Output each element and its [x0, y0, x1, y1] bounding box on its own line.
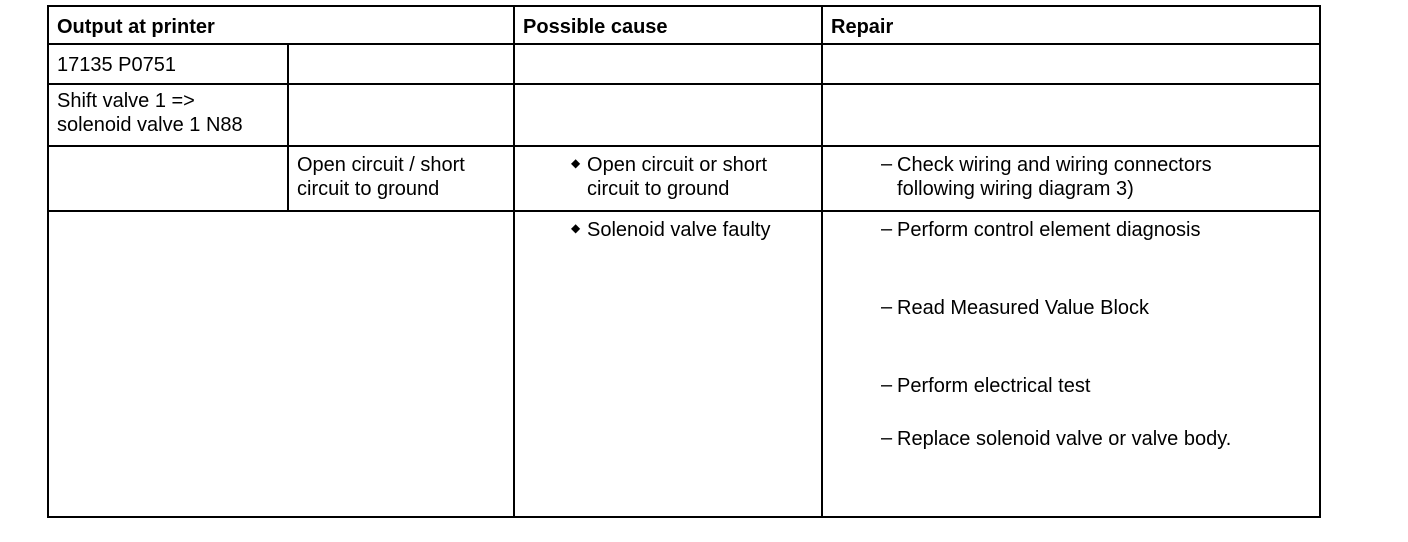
repair-cell: – Perform control element diagnosis – Re… [821, 210, 1322, 518]
empty-cell [286, 83, 516, 147]
fault-type-line: circuit to ground [297, 178, 440, 200]
possible-cause-cell: ◆ Open circuit or short circuit to groun… [513, 145, 824, 212]
empty-cell [47, 145, 289, 212]
diagnostic-table: Output at printer Possible cause Repair … [46, 5, 1322, 518]
possible-cause-cell: ◆ Solenoid valve faulty [513, 210, 824, 518]
repair-text: Read Measured Value Block [897, 297, 1150, 319]
empty-cell [821, 43, 1322, 85]
cause-text: Solenoid valve faulty [587, 219, 771, 241]
cause-text: Open circuit or short circuit to ground [587, 154, 768, 200]
repair-item: – Perform electrical test [831, 374, 1311, 398]
fault-type-line: Open circuit / short [297, 154, 465, 176]
header-output-at-printer: Output at printer [46, 5, 516, 45]
table-row: 17135 P0751 [47, 43, 1322, 85]
repair-item: – Perform control element diagnosis [831, 218, 1311, 242]
empty-cell [286, 43, 516, 85]
component-cell: Shift valve 1 => solenoid valve 1 N88 [47, 83, 289, 147]
diamond-bullet-icon: ◆ [571, 156, 581, 170]
header-row: Output at printer Possible cause Repair [46, 5, 1322, 45]
cause-item: ◆ Open circuit or short circuit to groun… [523, 153, 813, 201]
repair-list: – Perform control element diagnosis – Re… [831, 218, 1311, 451]
header-repair: Repair [821, 5, 1322, 45]
fault-type-cell: Open circuit / short circuit to ground [286, 145, 516, 212]
dash-bullet-icon: – [881, 218, 893, 240]
repair-item: – Read Measured Value Block [831, 296, 1311, 320]
dash-bullet-icon: – [881, 153, 893, 175]
dash-bullet-icon: – [881, 427, 893, 449]
dash-bullet-icon: – [881, 374, 893, 396]
empty-cell [46, 210, 516, 518]
table-row: ◆ Solenoid valve faulty – Perform contro… [46, 210, 1322, 518]
fault-code-cell: 17135 P0751 [47, 43, 289, 85]
repair-text: Check wiring and wiring connectors follo… [897, 154, 1212, 200]
table-row: Shift valve 1 => solenoid valve 1 N88 [47, 83, 1322, 147]
component-line: solenoid valve 1 N88 [57, 114, 243, 136]
diamond-bullet-icon: ◆ [571, 221, 581, 235]
repair-text: Perform control element diagnosis [897, 219, 1201, 241]
cause-item: ◆ Solenoid valve faulty [523, 218, 813, 242]
repair-cell: – Check wiring and wiring connectors fol… [821, 145, 1322, 212]
repair-text: Perform electrical test [897, 375, 1091, 397]
component-line: Shift valve 1 => [57, 90, 195, 112]
empty-cell [821, 83, 1322, 147]
empty-cell [513, 83, 824, 147]
repair-item: – Check wiring and wiring connectors fol… [831, 153, 1311, 201]
repair-text: Replace solenoid valve or valve body. [897, 428, 1232, 450]
repair-item: – Replace solenoid valve or valve body. [831, 427, 1311, 451]
header-possible-cause: Possible cause [513, 5, 824, 45]
table-row: Open circuit / short circuit to ground ◆… [47, 145, 1322, 212]
empty-cell [513, 43, 824, 85]
dash-bullet-icon: – [881, 296, 893, 318]
